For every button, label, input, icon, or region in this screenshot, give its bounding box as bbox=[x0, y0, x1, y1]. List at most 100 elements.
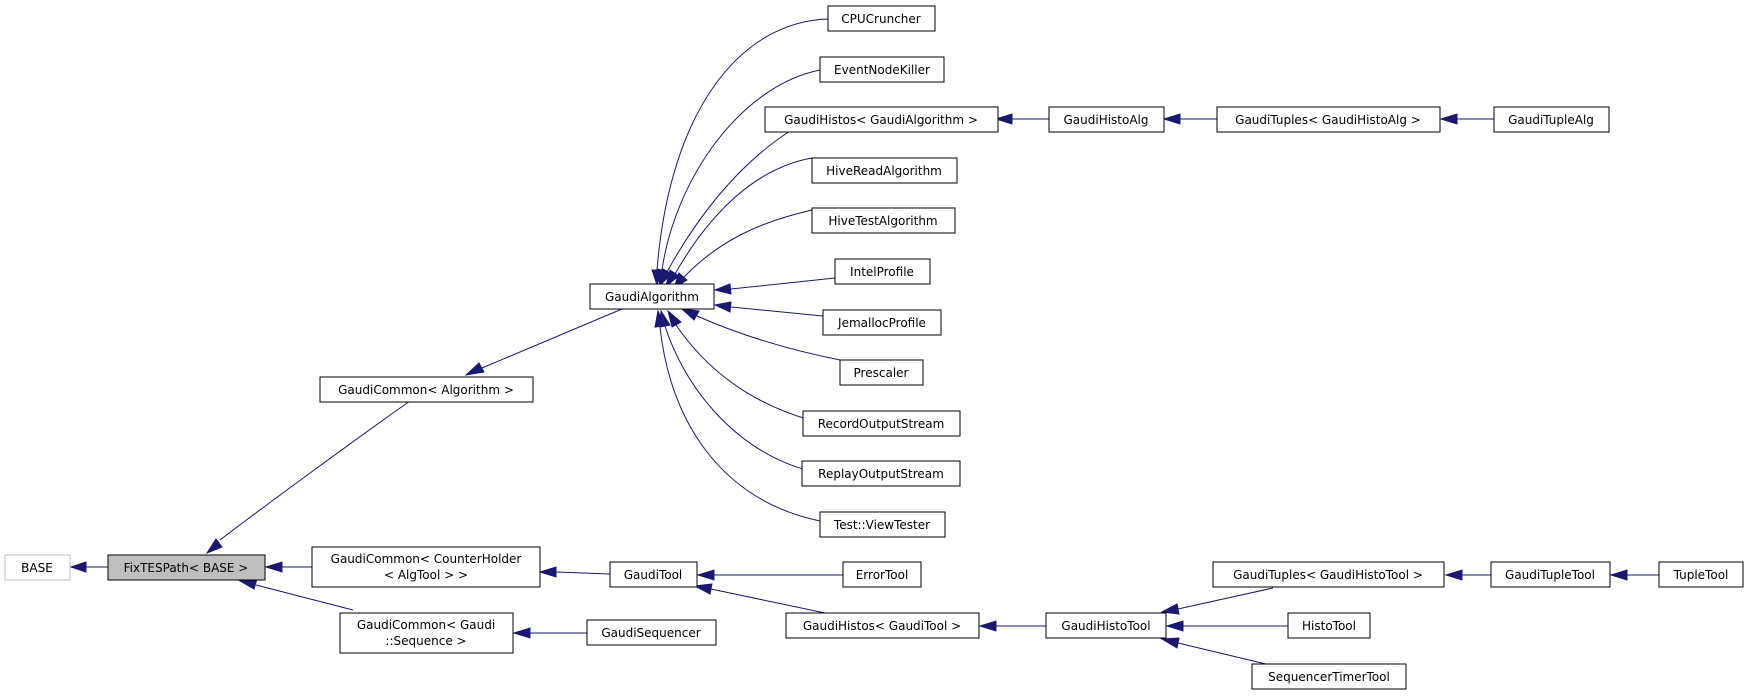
arrow-sequencertimertool-gaudihistotool bbox=[1160, 637, 1180, 649]
arrow-tupletool-gauditupletool bbox=[1609, 569, 1628, 581]
node-label: CPUCruncher bbox=[841, 12, 921, 26]
node-label: GaudiTupleAlg bbox=[1508, 113, 1594, 127]
node-label: < AlgTool > > bbox=[384, 568, 468, 582]
node-label: GaudiCommon< Gaudi bbox=[357, 618, 495, 632]
arrow-gauditool-gc-counterholder bbox=[538, 566, 557, 578]
node-label: SequencerTimerTool bbox=[1268, 670, 1390, 684]
arrow-gt-histoalg-gaudihistoalg bbox=[1162, 113, 1181, 125]
node-label: GaudiTuples< GaudiHistoTool > bbox=[1233, 568, 1423, 582]
node-recordoutputstream[interactable]: RecordOutputStream bbox=[802, 410, 961, 437]
node-gaudisequencer[interactable]: GaudiSequencer bbox=[586, 619, 717, 646]
node-gaudihistoalg[interactable]: GaudiHistoAlg bbox=[1048, 106, 1165, 133]
node-label: FixTESPath< BASE > bbox=[124, 561, 249, 575]
node-gt-histotool[interactable]: GaudiTuples< GaudiHistoTool > bbox=[1212, 561, 1445, 588]
node-label: Prescaler bbox=[854, 366, 909, 380]
node-viewtester[interactable]: Test::ViewTester bbox=[819, 511, 946, 538]
edge-hivetestalgorithm-gaudialgorithm bbox=[683, 209, 813, 278]
node-label: HiveReadAlgorithm bbox=[826, 164, 942, 178]
node-fixtespath[interactable]: FixTESPath< BASE > bbox=[107, 554, 266, 581]
node-label: GaudiHistos< GaudiTool > bbox=[803, 619, 961, 633]
edge-jemallocprofile-gaudialgorithm bbox=[730, 306, 824, 317]
node-hivereadalgorithm[interactable]: HiveReadAlgorithm bbox=[811, 157, 958, 184]
arrow-gaudituplealg-gt-histoalg bbox=[1439, 113, 1458, 125]
node-gaudihistotool[interactable]: GaudiHistoTool bbox=[1045, 612, 1167, 639]
arrow-gc-counterholder-fixtespath bbox=[264, 561, 283, 573]
edge-gt-histotool-gaudihistotool bbox=[1177, 587, 1274, 610]
edge-gaudialgorithm-gc-algorithm bbox=[481, 308, 623, 369]
node-cpucruncher[interactable]: CPUCruncher bbox=[827, 5, 936, 32]
arrow-gh-tool-gauditool bbox=[693, 583, 713, 595]
edge-recordoutputstream-gaudialgorithm bbox=[675, 324, 811, 421]
node-label: JemallocProfile bbox=[837, 316, 926, 330]
node-gh-tool[interactable]: GaudiHistos< GaudiTool > bbox=[785, 612, 980, 639]
node-tupletool[interactable]: TupleTool bbox=[1658, 561, 1744, 588]
nodes-layer: BASE FixTESPath< BASE > GaudiCommon< Alg… bbox=[4, 5, 1744, 690]
arrow-recordoutputstream-gaudialgorithm bbox=[667, 309, 682, 328]
node-gc-counterholder[interactable]: GaudiCommon< CounterHolder < AlgTool > > bbox=[311, 546, 541, 588]
node-label: GaudiCommon< Algorithm > bbox=[338, 383, 514, 397]
node-errortool[interactable]: ErrorTool bbox=[842, 561, 922, 588]
node-label: ::Sequence > bbox=[385, 634, 466, 648]
edge-hivereadalgorithm-gaudialgorithm bbox=[674, 157, 813, 275]
node-gc-algorithm[interactable]: GaudiCommon< Algorithm > bbox=[319, 376, 534, 403]
node-intelprofile[interactable]: IntelProfile bbox=[834, 258, 931, 285]
edge-gh-algorithm-gaudialgorithm bbox=[666, 130, 791, 273]
edge-replayoutputstream-gaudialgorithm bbox=[664, 325, 811, 472]
node-label: GaudiTool bbox=[624, 568, 683, 582]
arrow-gaudihistotool-gh-tool bbox=[978, 620, 997, 632]
arrow-gt-histotool-gaudihistotool bbox=[1160, 603, 1180, 615]
arrow-gaudihistoalg-gh-algorithm bbox=[994, 113, 1013, 125]
node-label: GaudiHistos< GaudiAlgorithm > bbox=[784, 113, 978, 127]
arrow-gc-algorithm-fixtespath bbox=[205, 538, 223, 555]
edge-gc-sequence-fixtespath bbox=[255, 584, 354, 611]
node-hivetestalgorithm[interactable]: HiveTestAlgorithm bbox=[811, 207, 956, 234]
edge-gh-tool-gauditool bbox=[710, 588, 826, 614]
arrow-intelprofile-gaudialgorithm bbox=[713, 283, 732, 295]
arrow-prescaler-gaudialgorithm bbox=[680, 308, 700, 321]
node-gaudialgorithm[interactable]: GaudiAlgorithm bbox=[589, 283, 715, 310]
node-label: EventNodeKiller bbox=[834, 63, 930, 77]
edge-gc-algorithm-fixtespath bbox=[219, 400, 411, 541]
node-label: GaudiCommon< CounterHolder bbox=[331, 552, 522, 566]
node-label: GaudiTuples< GaudiHistoAlg > bbox=[1235, 113, 1421, 127]
node-label: GaudiAlgorithm bbox=[605, 290, 699, 304]
node-gh-algorithm[interactable]: GaudiHistos< GaudiAlgorithm > bbox=[764, 106, 999, 133]
edge-prescaler-gaudialgorithm bbox=[696, 315, 841, 361]
node-prescaler[interactable]: Prescaler bbox=[839, 359, 924, 386]
node-gaudituplealg[interactable]: GaudiTupleAlg bbox=[1493, 106, 1610, 133]
node-sequencertimertool[interactable]: SequencerTimerTool bbox=[1251, 663, 1407, 690]
node-gt-histoalg[interactable]: GaudiTuples< GaudiHistoAlg > bbox=[1216, 106, 1441, 133]
node-label: GaudiSequencer bbox=[601, 626, 700, 640]
node-histotool[interactable]: HistoTool bbox=[1287, 612, 1371, 639]
arrow-gaudialgorithm-gc-algorithm bbox=[464, 362, 485, 376]
arrow-histotool-gaudihistotool bbox=[1165, 620, 1184, 632]
edge-cpucruncher-gaudialgorithm bbox=[656, 18, 829, 271]
node-label: HiveTestAlgorithm bbox=[828, 214, 937, 228]
node-jemallocprofile[interactable]: JemallocProfile bbox=[822, 309, 942, 336]
node-label: ReplayOutputStream bbox=[818, 467, 944, 481]
edge-intelprofile-gaudialgorithm bbox=[730, 277, 836, 290]
arrow-errortool-gauditool bbox=[696, 569, 715, 581]
edge-viewtester-gaudialgorithm bbox=[659, 326, 821, 522]
node-label: ErrorTool bbox=[856, 568, 909, 582]
node-eventnodekiller[interactable]: EventNodeKiller bbox=[819, 56, 945, 83]
arrow-jemallocprofile-gaudialgorithm bbox=[713, 301, 732, 313]
node-label: HistoTool bbox=[1302, 619, 1356, 633]
node-label: GaudiHistoAlg bbox=[1063, 113, 1148, 127]
node-label: Test::ViewTester bbox=[833, 518, 930, 532]
node-label: IntelProfile bbox=[850, 265, 914, 279]
arrow-gaudisequencer-gc-sequence bbox=[512, 627, 531, 639]
arrow-fixtespath-base bbox=[69, 561, 87, 573]
node-gauditool[interactable]: GaudiTool bbox=[609, 561, 698, 588]
node-base[interactable]: BASE bbox=[4, 554, 71, 581]
node-label: GaudiHistoTool bbox=[1061, 619, 1150, 633]
node-label: RecordOutputStream bbox=[818, 417, 945, 431]
edge-eventnodekiller-gaudialgorithm bbox=[661, 69, 821, 271]
node-replayoutputstream[interactable]: ReplayOutputStream bbox=[801, 460, 961, 487]
arrow-gauditupletool-gt-histotool bbox=[1444, 569, 1463, 581]
node-label: BASE bbox=[21, 561, 53, 575]
node-label: GaudiTupleTool bbox=[1505, 568, 1595, 582]
node-gc-sequence[interactable]: GaudiCommon< Gaudi ::Sequence > bbox=[339, 612, 514, 654]
node-gauditupletool[interactable]: GaudiTupleTool bbox=[1490, 561, 1611, 588]
